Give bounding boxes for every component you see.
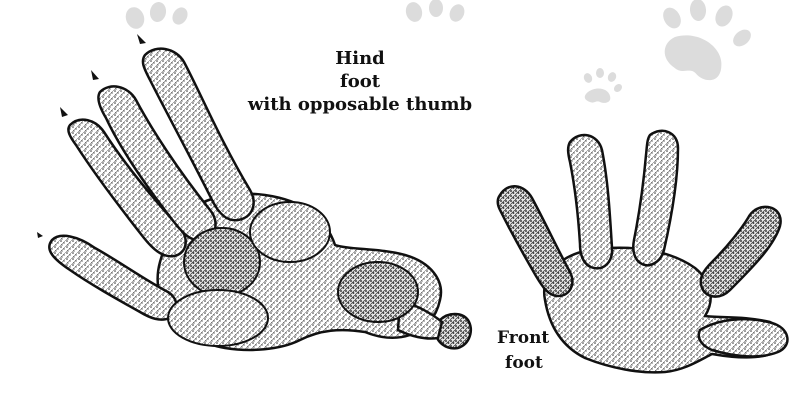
paw-watermark-toe xyxy=(730,26,754,50)
front-foot-finger xyxy=(633,131,678,265)
front-foot-finger xyxy=(568,135,612,268)
paw-watermark-toe xyxy=(447,2,467,24)
hind-foot-label-line3: with opposable thumb xyxy=(230,96,490,114)
front-foot-label-line2: foot xyxy=(497,355,549,372)
paw-watermark-toe xyxy=(606,71,617,83)
paw-watermark-toe xyxy=(429,0,443,17)
claw-mark xyxy=(37,232,43,238)
hind-foot-pad xyxy=(168,290,268,346)
front-foot-label-line1: Front xyxy=(497,330,549,347)
hind-foot-pad xyxy=(184,228,260,296)
hind-foot-pad xyxy=(250,202,330,262)
paw-watermark-toe xyxy=(660,4,685,31)
claw-mark xyxy=(60,107,68,117)
claw-mark xyxy=(91,70,99,80)
paw-watermark-toe xyxy=(689,0,707,22)
paw-watermark-toe xyxy=(169,5,190,28)
hind-foot-label-line2: foot xyxy=(230,73,490,91)
hind-foot-heel xyxy=(436,314,471,348)
hind-foot-label: Hind foot with opposable thumb xyxy=(230,50,490,119)
claw-mark xyxy=(137,34,146,44)
paw-watermark-toe xyxy=(582,72,593,84)
front-foot-label: Front foot xyxy=(497,330,549,380)
paw-watermark-pad xyxy=(585,89,611,103)
paw-watermark-toe xyxy=(612,82,623,93)
paw-watermark-toe xyxy=(123,5,147,32)
hind-foot-label-line1: Hind xyxy=(230,50,490,68)
paw-watermark-toe xyxy=(712,3,736,30)
paw-watermark-toe xyxy=(404,0,425,23)
paw-watermark-toe xyxy=(148,1,167,23)
hind-foot-pad xyxy=(338,262,418,322)
front-foot-finger xyxy=(498,186,573,296)
front-foot-finger xyxy=(701,207,781,297)
paw-watermark-pad xyxy=(660,28,729,84)
front-foot-thumb xyxy=(699,319,788,356)
paw-watermark-toe xyxy=(596,68,604,78)
